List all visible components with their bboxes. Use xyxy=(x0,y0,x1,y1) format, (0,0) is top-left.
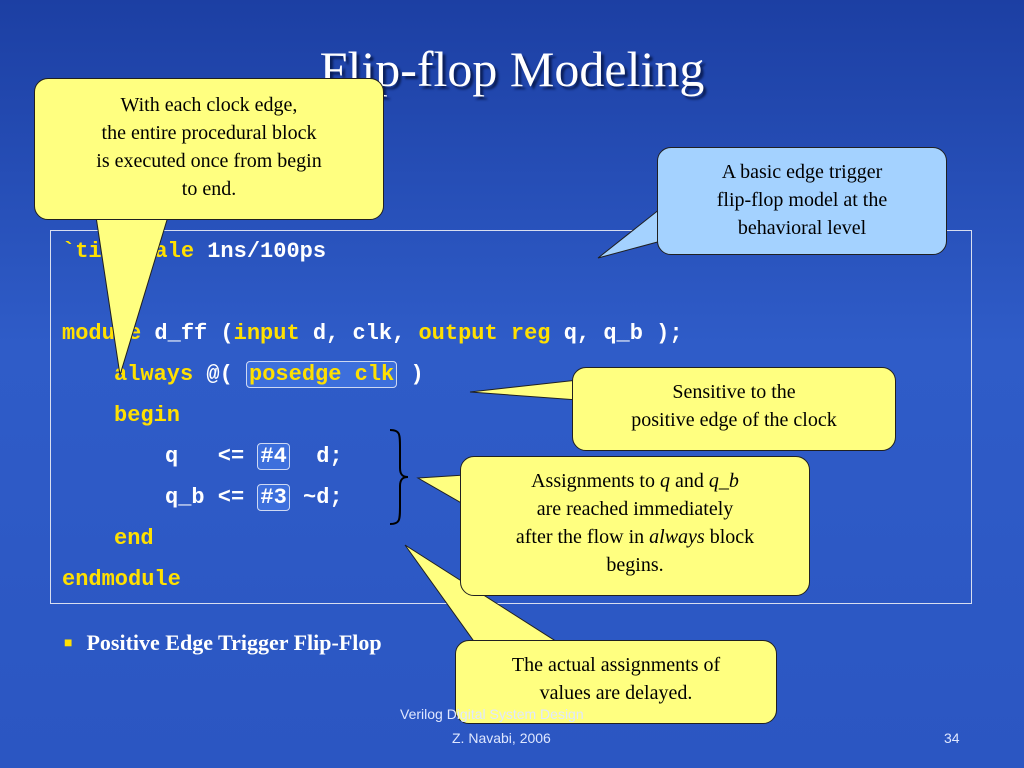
callout-basic-ff: A basic edge trigger flip-flop model at … xyxy=(657,147,947,255)
code-text: 1ns/100ps xyxy=(194,239,327,264)
callout-text: Sensitive to the xyxy=(672,381,796,403)
code-line-begin: begin xyxy=(114,398,180,434)
code-text: ~d; xyxy=(289,485,343,510)
callout-delayed: The actual assignments of values are del… xyxy=(455,640,777,724)
callout-text: flip-flop model at the xyxy=(716,189,888,211)
code-text: q_b <= xyxy=(165,485,258,510)
callout-text: A basic edge trigger xyxy=(721,161,883,183)
code-line-end: end xyxy=(114,521,154,557)
pointer-sensitive xyxy=(469,379,579,401)
slide-number: 34 xyxy=(944,730,960,746)
bullet-item: ■ Positive Edge Trigger Flip-Flop xyxy=(64,630,382,656)
bullet-text: Positive Edge Trigger Flip-Flop xyxy=(86,630,382,655)
code-text: d_ff ( xyxy=(141,321,234,346)
callout-text-italic: always xyxy=(649,526,705,548)
code-box xyxy=(50,230,972,604)
callout-text: values are delayed. xyxy=(539,682,693,704)
callout-text: behavioral level xyxy=(737,217,867,239)
square-bullet-icon: ■ xyxy=(64,636,73,651)
callout-text: the entire procedural block xyxy=(101,122,317,144)
code-line-assign-q: q <= #4 d; xyxy=(165,439,343,475)
callout-sensitive: Sensitive to the positive edge of the cl… xyxy=(572,367,896,451)
footer-course: Verilog Digital System Design xyxy=(400,706,584,722)
callout-clock-edge: With each clock edge, the entire procedu… xyxy=(34,78,384,220)
callout-text-italic: q xyxy=(660,470,670,492)
code-text: q, q_b ); xyxy=(550,321,683,346)
delay-highlight: #4 xyxy=(257,443,290,470)
code-text: q <= xyxy=(165,444,258,469)
sensitivity-highlight: posedge clk xyxy=(246,361,398,388)
callout-text: after the flow in xyxy=(515,526,650,548)
code-line-assign-qb: q_b <= #3 ~d; xyxy=(165,480,343,516)
footer-author: Z. Navabi, 2006 xyxy=(452,730,551,746)
callout-text-italic: q_b xyxy=(708,470,739,492)
callout-assignments: Assignments to q and q_b are reached imm… xyxy=(460,456,810,596)
callout-text: The actual assignments of xyxy=(511,654,721,676)
callout-text: Assignments to xyxy=(531,470,660,492)
keyword: endmodule xyxy=(62,567,181,592)
keyword: end xyxy=(114,526,154,551)
callout-text: With each clock edge, xyxy=(120,94,298,116)
pointer-basic-ff xyxy=(597,203,666,259)
code-text: @( xyxy=(193,362,247,387)
callout-text: and xyxy=(670,470,709,492)
delay-highlight: #3 xyxy=(257,484,290,511)
callout-text: is executed once from begin xyxy=(96,150,322,172)
slide-title: Flip-flop Modeling xyxy=(319,41,705,97)
code-line-always: always @( posedge clk ) xyxy=(114,357,424,393)
callout-text: begins. xyxy=(606,554,664,576)
keyword: input xyxy=(233,321,300,346)
code-text: ) xyxy=(397,362,424,387)
callout-text: block xyxy=(704,526,755,548)
callout-text: to end. xyxy=(181,178,237,200)
callout-text: are reached immediately xyxy=(536,498,734,520)
callout-line: after the flow in always block xyxy=(469,523,801,551)
code-text: d, clk, xyxy=(299,321,419,346)
pointer-assign xyxy=(416,474,466,506)
keyword: always xyxy=(114,362,194,387)
pointer-clock-edge xyxy=(94,209,171,376)
callout-text: positive edge of the clock xyxy=(631,409,837,431)
code-line-endmodule: endmodule xyxy=(62,562,181,598)
brace-icon xyxy=(389,429,409,525)
keyword: output reg xyxy=(418,321,551,346)
code-text: d; xyxy=(289,444,343,469)
callout-line: Assignments to q and q_b xyxy=(469,467,801,495)
keyword: begin xyxy=(114,403,181,428)
